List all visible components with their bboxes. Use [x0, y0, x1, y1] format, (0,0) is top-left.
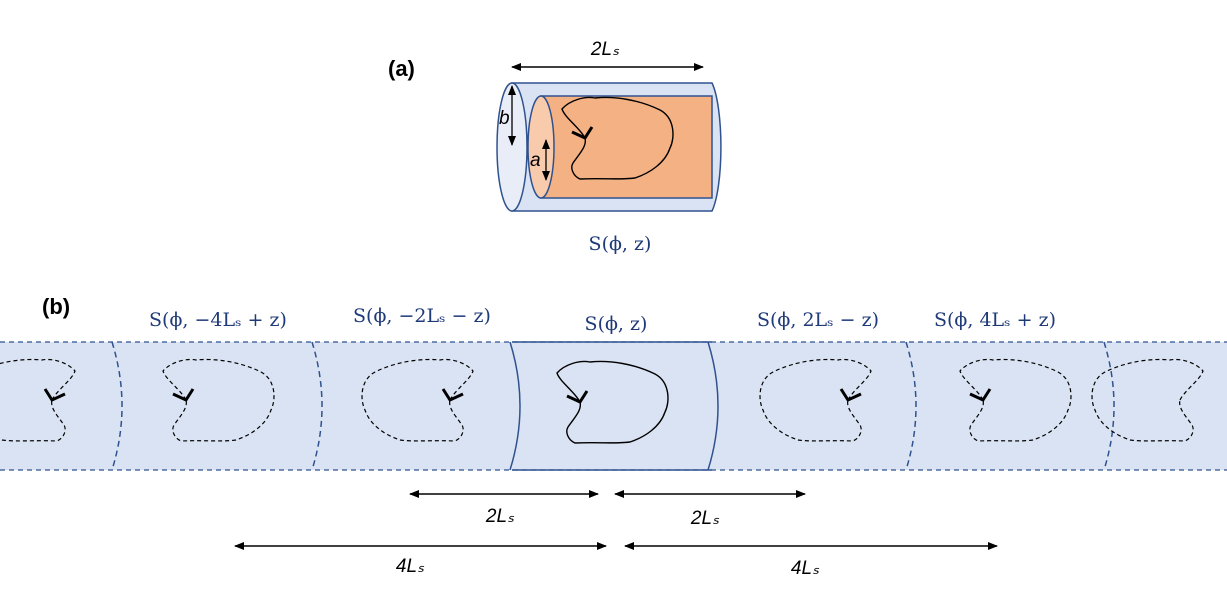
contour-image	[0, 358, 76, 442]
panel-b: (b) S(ϕ, −4Lₛ + z) S(ϕ, −2Lₛ − z) S(ϕ, z…	[0, 294, 1227, 579]
dimension-label: 2Lₛ	[690, 508, 720, 529]
cross-section-contour	[561, 96, 674, 180]
dimension-label: 4Lₛ	[791, 558, 820, 579]
segment-label: S(ϕ, −2Lₛ − z)	[353, 305, 491, 327]
segment-label: S(ϕ, 4Lₛ + z)	[934, 309, 1056, 331]
segment-label: S(ϕ, −4Lₛ + z)	[149, 309, 287, 331]
tube-strip	[0, 342, 1227, 470]
contour-original	[556, 360, 669, 444]
caption-s-phi-z: S(ϕ, z)	[589, 233, 652, 255]
contours	[0, 358, 1204, 444]
panel-a: (a) 2Lₛ b a S(ϕ, z)	[388, 39, 722, 255]
contour-image	[959, 358, 1072, 442]
segment-boundaries	[111, 341, 1115, 471]
segment-label: S(ϕ, z)	[585, 313, 648, 335]
inner-core	[540, 95, 713, 199]
panel-b-label: (b)	[42, 294, 70, 319]
length-label: 2Lₛ	[590, 39, 620, 60]
outer-end-cap	[496, 82, 528, 212]
segment-label: S(ϕ, 2Lₛ − z)	[757, 309, 879, 331]
dimension-label: 2Lₛ	[485, 506, 515, 527]
contour-image	[361, 358, 474, 442]
radius-a-label: a	[530, 150, 541, 171]
panel-a-label: (a)	[388, 56, 415, 81]
inner-end-cap	[527, 95, 555, 199]
dimension-label: 4Lₛ	[396, 556, 425, 577]
contour-image	[759, 358, 872, 442]
radius-b-label: b	[499, 108, 510, 129]
contour-image	[162, 358, 275, 442]
